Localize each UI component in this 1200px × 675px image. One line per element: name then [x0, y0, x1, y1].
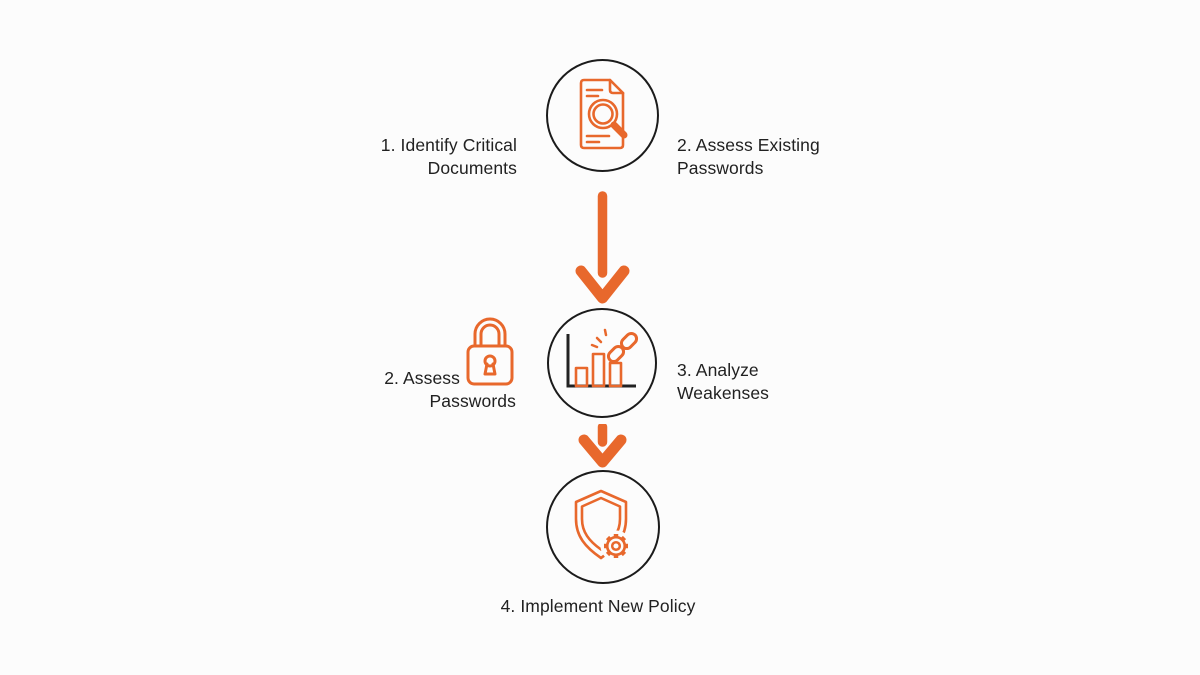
- step1-circle: [546, 59, 659, 172]
- document-magnifier-icon: [579, 78, 627, 149]
- shield-gear-icon: [574, 489, 632, 562]
- step3-bottom-label: 4. Implement New Policy: [500, 596, 696, 616]
- arrow-down-icon-1: [575, 191, 630, 304]
- arrow-down-icon-2: [578, 424, 627, 468]
- step1-right-label: 2. Assess Existing Passwords: [677, 135, 820, 178]
- padlock-icon: [466, 317, 514, 386]
- step2-left-label-line1: 2. Assess: [384, 368, 460, 388]
- step2-circle: [547, 308, 657, 418]
- step2-right-label: 3. Analyze Weakenses: [677, 360, 770, 403]
- step2-left-label-line2: Passwords: [429, 391, 516, 411]
- bar-chart-broken-link-icon: [566, 328, 639, 388]
- step1-left-label: 1. Identify Critical Documents: [380, 135, 517, 178]
- step3-circle: [546, 470, 660, 584]
